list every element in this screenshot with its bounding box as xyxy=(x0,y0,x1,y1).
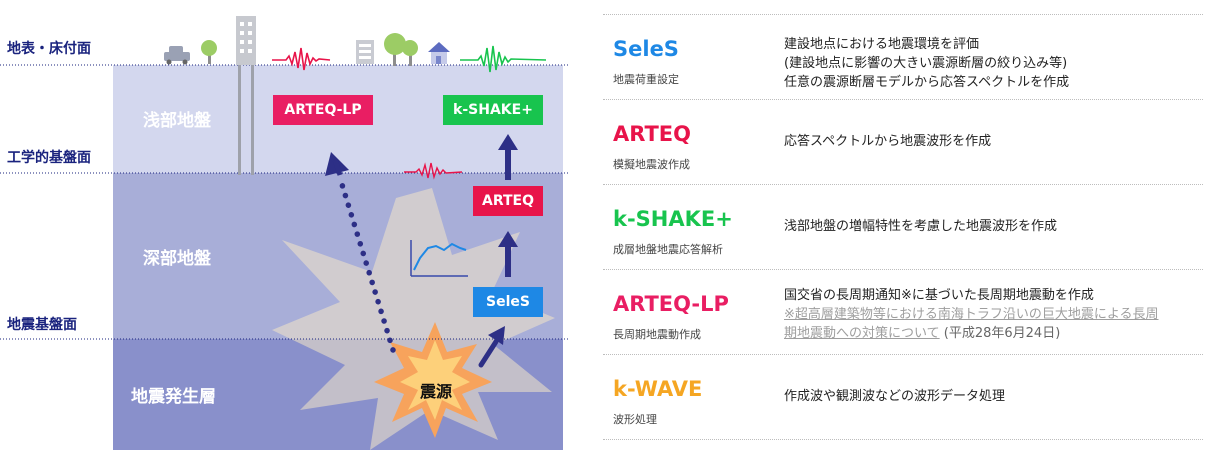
product-subtitle: 地震荷重設定 xyxy=(613,73,679,86)
house-icon xyxy=(428,42,450,64)
trees-icon xyxy=(384,33,418,66)
tree-icon xyxy=(201,40,217,64)
surface-wave-red xyxy=(272,47,331,71)
product-subtitle: 模擬地震波作成 xyxy=(613,158,690,171)
arteq-lp-dotted-path xyxy=(337,175,396,353)
engineering-bedrock-label: 工学的基盤面 xyxy=(7,150,91,166)
surface-wave-green xyxy=(460,45,547,73)
tall-building-icon xyxy=(236,16,256,65)
arteq-lp-tag: ARTEQ-LP xyxy=(273,95,373,125)
hypocenter-label: 震源 xyxy=(419,382,452,401)
deep-layer-label: 深部地盤 xyxy=(143,249,211,269)
product-name: SeleS xyxy=(613,37,679,61)
seles-to-arteq-arrow xyxy=(498,231,518,277)
product-description: 作成波や観測波などの波形データ処理 xyxy=(784,389,1006,404)
product-row-arteq: ARTEQ 模擬地震波作成 応答スペクトルから地震波形を作成 xyxy=(603,99,1203,184)
bedrock-wave-red xyxy=(404,162,463,180)
product-row-arteq-lp: ARTEQ-LP 長周期地震動作成 国交省の長周期通知※に基づいた長周期地震動を… xyxy=(603,269,1203,354)
foundation-piles-icon xyxy=(238,65,254,175)
car-icon xyxy=(164,46,190,65)
hypocenter-to-seles-arrow xyxy=(478,326,505,368)
product-row-kwave: k-WAVE 波形処理 作成波や観測波などの波形データ処理 xyxy=(603,354,1203,440)
arteq-to-kshake-arrow xyxy=(498,134,518,180)
notice-date: (平成28年6月24日) xyxy=(943,326,1061,341)
product-subtitle: 成層地盤地震応答解析 xyxy=(613,243,723,256)
product-name: ARTEQ xyxy=(613,122,692,146)
kshake-tag: k-SHAKE+ xyxy=(443,95,543,125)
product-name: k-WAVE xyxy=(613,377,703,401)
seismic-bedrock-label: 地震基盤面 xyxy=(7,317,77,333)
product-description: 浅部地盤の増幅特性を考慮した地震波形を作成 xyxy=(784,219,1058,234)
product-list: SeleS 地震荷重設定 建設地点における地震環境を評価 (建設地点に影響の大き… xyxy=(603,14,1203,440)
product-row-seles: SeleS 地震荷重設定 建設地点における地震環境を評価 (建設地点に影響の大き… xyxy=(603,14,1203,99)
shallow-layer-label: 浅部地盤 xyxy=(143,111,211,131)
product-description: 応答スペクトルから地震波形を作成 xyxy=(784,134,992,149)
spectrum-chart-icon xyxy=(410,240,468,277)
product-name: k-SHAKE+ xyxy=(613,207,733,231)
product-row-kshake: k-SHAKE+ 成層地盤地震応答解析 浅部地盤の増幅特性を考慮した地震波形を作… xyxy=(603,184,1203,269)
office-building-icon xyxy=(356,40,374,64)
notice-link-cont[interactable]: 期地震動への対策について xyxy=(784,326,940,341)
arteq-tag: ARTEQ xyxy=(473,186,543,216)
product-subtitle: 長周期地震動作成 xyxy=(613,328,701,341)
notice-link[interactable]: ※超高層建築物等における南海トラフ沿いの巨大地震による長周 xyxy=(784,307,1159,322)
seismogenic-layer-label: 地震発生層 xyxy=(131,387,216,407)
ground-diagram: 地表・床付面 工学的基盤面 地震基盤面 浅部地盤 深部地盤 地震発生層 ARTE… xyxy=(0,0,570,470)
product-subtitle: 波形処理 xyxy=(613,413,657,426)
product-description: 国交省の長周期通知※に基づいた長周期地震動を作成 ※超高層建築物等における南海ト… xyxy=(784,288,1159,341)
product-name: ARTEQ-LP xyxy=(613,292,729,316)
seles-tag: SeleS xyxy=(473,287,543,317)
product-description: 建設地点における地震環境を評価 (建設地点に影響の大きい震源断層の絞り込み等) … xyxy=(784,37,1070,90)
ground-cross-section xyxy=(0,16,570,450)
surface-boundary-label: 地表・床付面 xyxy=(7,41,91,57)
